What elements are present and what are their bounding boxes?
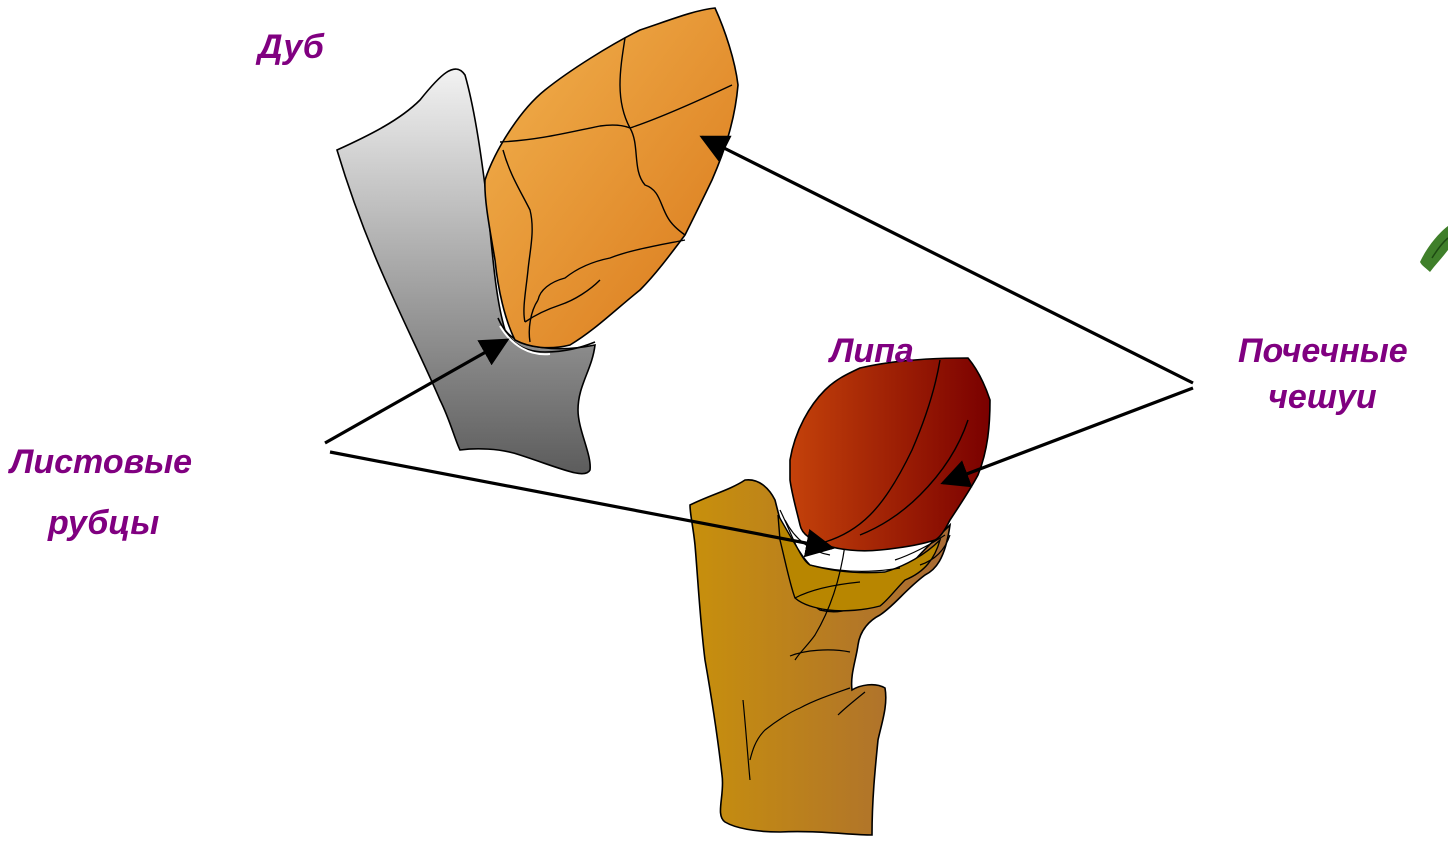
linden-bud xyxy=(790,358,990,551)
leaf-scars-label-line2: рубцы xyxy=(48,506,159,540)
linden-label: Липа xyxy=(830,334,914,368)
green-leaf-fragment-icon xyxy=(1420,226,1448,272)
oak-bud xyxy=(485,8,738,348)
bud-scales-label-line2: чешуи xyxy=(1268,380,1377,414)
linden-bud-body xyxy=(790,358,990,551)
oak-bud-body xyxy=(485,8,738,348)
leaf-scars-label-line1: Листовые xyxy=(10,445,192,479)
bud-scales-arrow-to-oak xyxy=(702,137,1193,383)
bud-scales-label-line1: Почечные xyxy=(1238,334,1408,368)
oak-label: Дуб xyxy=(258,30,324,64)
